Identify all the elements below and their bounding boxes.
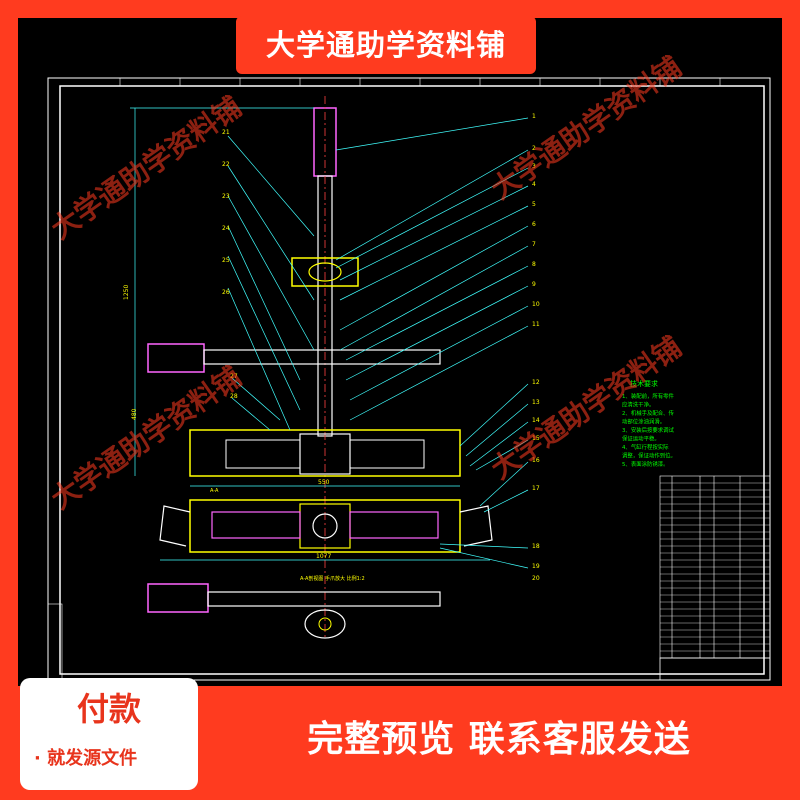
dim-width-1: 550	[318, 479, 330, 486]
part-balloon: 8	[532, 261, 536, 268]
tech-req-line: 5、表面涂防锈漆。	[622, 460, 669, 468]
section-note: A-A	[210, 488, 219, 494]
title-block	[659, 657, 771, 681]
dim-width-2: 1077	[316, 553, 331, 560]
tech-req-line: 2、机械手及配合、传	[622, 409, 675, 417]
dim-lower-height: 480	[131, 408, 138, 420]
part-balloon: 20	[532, 575, 540, 582]
part-balloon: 18	[532, 543, 540, 550]
part-balloon: 16	[532, 457, 540, 464]
part-balloon: 3	[532, 163, 536, 170]
tech-req-line: 3、安装后按要求调试	[622, 426, 675, 434]
part-balloon: 21	[222, 129, 230, 136]
part-balloon: 7	[532, 241, 536, 248]
send-source-label: · 就发源文件	[34, 748, 138, 769]
shop-banner-title: 大学通助学资料铺	[236, 16, 536, 74]
tech-req-heading: 技术要求	[630, 379, 658, 388]
watermark-1: 大学通助学资料铺	[45, 90, 247, 246]
section-label: A-A剖视图 手爪放大 比例1:2	[300, 575, 365, 582]
tech-req-line: 1、装配前，所有零件	[622, 392, 675, 400]
part-balloon: 19	[532, 563, 540, 570]
tech-req-lines: 1、装配前，所有零件应清洗干净。2、机械手及配合、传动部位涂油润滑。3、安装后按…	[622, 392, 676, 468]
part-balloon: 22	[222, 161, 230, 168]
part-balloon: 17	[532, 485, 540, 492]
tech-req-line: 应清洗干净。	[622, 401, 654, 409]
part-balloon: 2	[532, 145, 536, 152]
part-balloon: 6	[532, 221, 536, 228]
part-balloon: 28	[230, 393, 238, 400]
tech-req-line: 保证运动平稳。	[622, 435, 660, 443]
preview-contact-label: 完整预览 联系客服发送	[307, 719, 691, 760]
part-balloon: 27	[230, 373, 238, 380]
part-balloon: 10	[532, 301, 540, 308]
tech-req-line: 动部位涂油润滑。	[622, 418, 665, 426]
tech-req-line: 4、气缸行程按实际	[622, 443, 669, 451]
part-balloon: 13	[532, 399, 540, 406]
part-balloon: 14	[532, 417, 540, 424]
pay-label: 付款	[76, 690, 141, 728]
part-balloon: 24	[222, 225, 230, 232]
part-balloon: 1	[532, 113, 536, 120]
part-balloon: 15	[532, 435, 540, 442]
part-balloon: 9	[532, 281, 536, 288]
part-balloon: 23	[222, 193, 230, 200]
payment-card[interactable]: 付款 · 就发源文件	[20, 678, 198, 790]
part-balloon: 26	[222, 289, 230, 296]
part-balloon: 12	[532, 379, 540, 386]
part-balloon: 5	[532, 201, 536, 208]
part-balloon: 11	[532, 321, 540, 328]
tech-req-line: 调整，保证动作到位。	[622, 452, 676, 460]
dim-overall-height: 1250	[123, 285, 130, 300]
part-balloon: 4	[532, 181, 536, 188]
part-balloons: 1234567891011121314151617181920212223242…	[222, 113, 540, 582]
part-balloon: 25	[222, 257, 230, 264]
